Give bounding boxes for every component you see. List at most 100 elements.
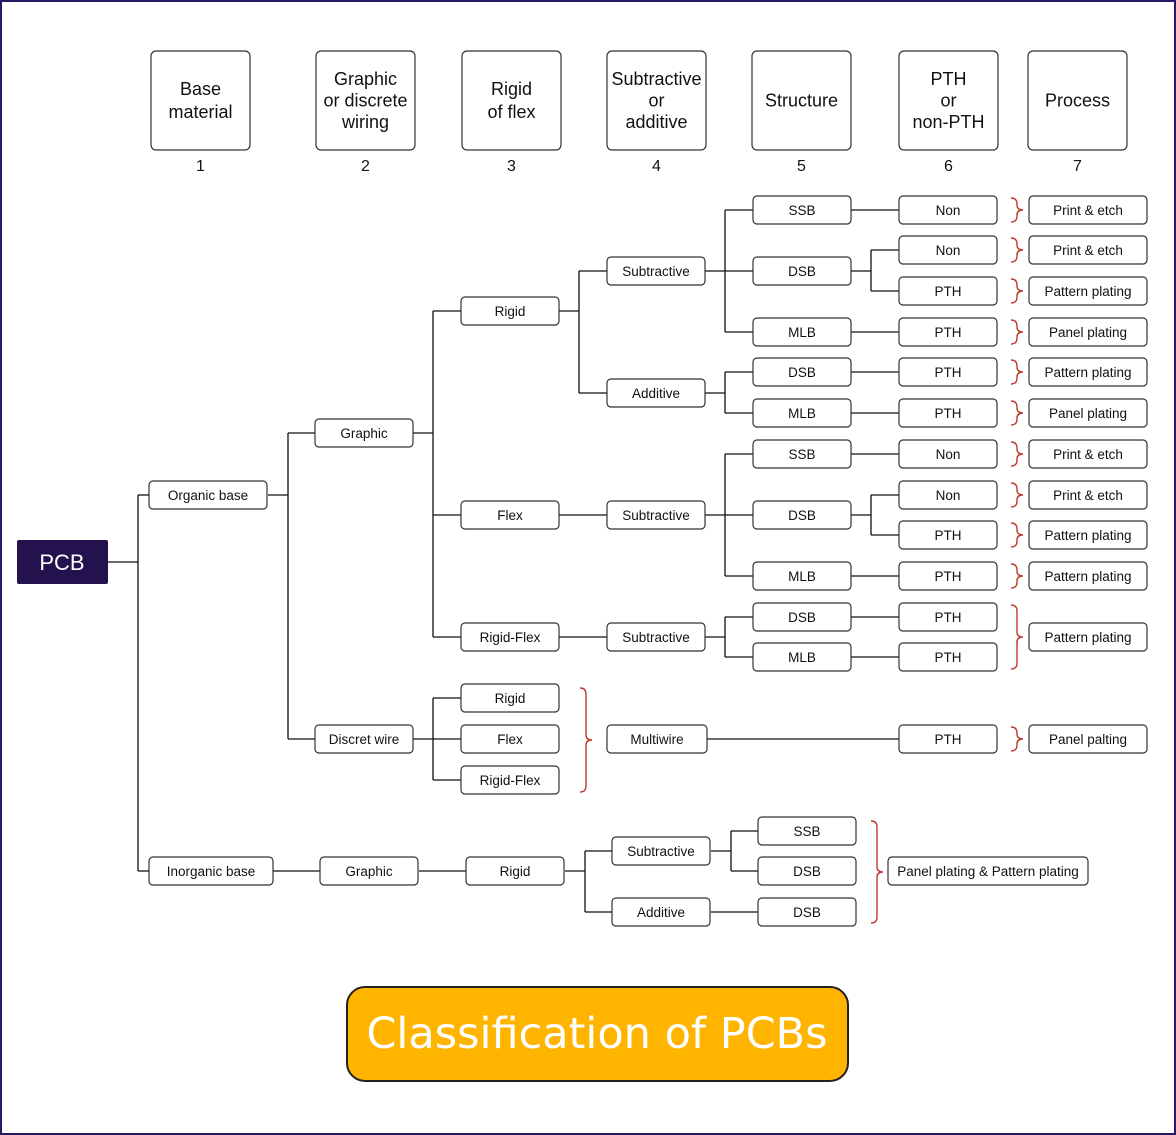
node-non: Non [898, 235, 998, 265]
node-dsb: DSB [752, 256, 852, 286]
node-pth: PTH [898, 561, 998, 591]
node-non: Non [898, 439, 998, 469]
node-print_etch: Print & etch [1028, 195, 1148, 225]
node-label: Pattern plating [1044, 365, 1131, 380]
node-subtractive: Subtractive [606, 256, 706, 286]
column-header-box [606, 50, 707, 151]
node-additive: Additive [606, 378, 706, 408]
node-label: Panel plating & Pattern plating [897, 864, 1079, 879]
node-box [460, 683, 560, 713]
node-label: Rigid-Flex [480, 630, 541, 645]
node-additive: Additive [611, 897, 711, 927]
node-box [314, 724, 414, 754]
node-dsb: DSB [752, 500, 852, 530]
node-label: PTH [935, 365, 962, 380]
column-header-label: PTH [931, 69, 967, 89]
node-label: DSB [793, 905, 821, 920]
column-header-box [1027, 50, 1128, 151]
node-box [898, 561, 998, 591]
node-box [606, 622, 706, 652]
column-number: 3 [507, 158, 516, 175]
node-rigid: Rigid [460, 296, 560, 326]
node-label: Multiwire [630, 732, 683, 747]
column-header-box [898, 50, 999, 151]
column-header-label: or [940, 91, 956, 111]
title-box [346, 986, 849, 1082]
node-box [898, 195, 998, 225]
process-brace [1010, 197, 1024, 223]
node-organic_base: Organic base [148, 480, 268, 510]
node-non: Non [898, 195, 998, 225]
node-print_etch: Print & etch [1028, 235, 1148, 265]
node-pth: PTH [898, 724, 998, 754]
node-box [606, 724, 708, 754]
title-text: Classification of PCBs [366, 1009, 827, 1059]
node-rigid: Rigid [460, 683, 560, 713]
node-graphic: Graphic [319, 856, 419, 886]
column-number: 6 [944, 158, 953, 175]
column-header-box [751, 50, 852, 151]
node-rigid-flex: Rigid-Flex [460, 765, 560, 795]
column-header-label: material [168, 102, 232, 122]
node-label: Pattern plating [1044, 630, 1131, 645]
node-label: Additive [637, 905, 685, 920]
node-box [898, 439, 998, 469]
node-label: Organic base [168, 488, 248, 503]
node-box [1028, 622, 1148, 652]
root-label: PCB [39, 550, 84, 575]
node-pth: PTH [898, 357, 998, 387]
node-print_etch: Print & etch [1028, 439, 1148, 469]
column-header-label: or [648, 91, 664, 111]
node-label: Flex [497, 732, 523, 747]
node-label: Discret wire [329, 732, 400, 747]
column-header-label: Process [1045, 91, 1110, 111]
node-label: Print & etch [1053, 447, 1123, 462]
node-label: PTH [935, 528, 962, 543]
node-panel_and_pattern: Panel plating & Pattern plating [887, 856, 1089, 886]
node-pattern_plating: Pattern plating [1028, 520, 1148, 550]
node-dsb: DSB [757, 897, 857, 927]
node-box [1028, 398, 1148, 428]
node-panel_plating: Panel plating [1028, 317, 1148, 347]
node-label: DSB [793, 864, 821, 879]
node-dsb: DSB [757, 856, 857, 886]
node-box [1028, 480, 1148, 510]
node-box [611, 836, 711, 866]
node-box [460, 296, 560, 326]
node-label: Pattern plating [1044, 284, 1131, 299]
node-label: Rigid [500, 864, 531, 879]
node-label: Non [936, 488, 961, 503]
node-box [752, 602, 852, 632]
node-mlb: MLB [752, 561, 852, 591]
node-box [460, 500, 560, 530]
node-box [757, 897, 857, 927]
discret-wire-brace [579, 687, 593, 793]
column-header-label: additive [625, 112, 687, 132]
node-rigid: Rigid [465, 856, 565, 886]
node-box [752, 256, 852, 286]
node-pth: PTH [898, 602, 998, 632]
node-mlb: MLB [752, 642, 852, 672]
node-label: Rigid [495, 691, 526, 706]
process-brace [1010, 441, 1024, 467]
node-box [898, 235, 998, 265]
node-label: MLB [788, 325, 816, 340]
node-box [752, 195, 852, 225]
node-label: Graphic [340, 426, 388, 441]
node-box [1028, 439, 1148, 469]
node-box [752, 398, 852, 428]
node-box [460, 765, 560, 795]
node-label: Subtractive [622, 508, 690, 523]
node-label: Inorganic base [167, 864, 256, 879]
node-box [887, 856, 1089, 886]
node-multiwire: Multiwire [606, 724, 708, 754]
node-label: PTH [935, 406, 962, 421]
node-label: Non [936, 203, 961, 218]
node-label: Print & etch [1053, 203, 1123, 218]
node-label: PTH [935, 284, 962, 299]
node-label: Print & etch [1053, 243, 1123, 258]
